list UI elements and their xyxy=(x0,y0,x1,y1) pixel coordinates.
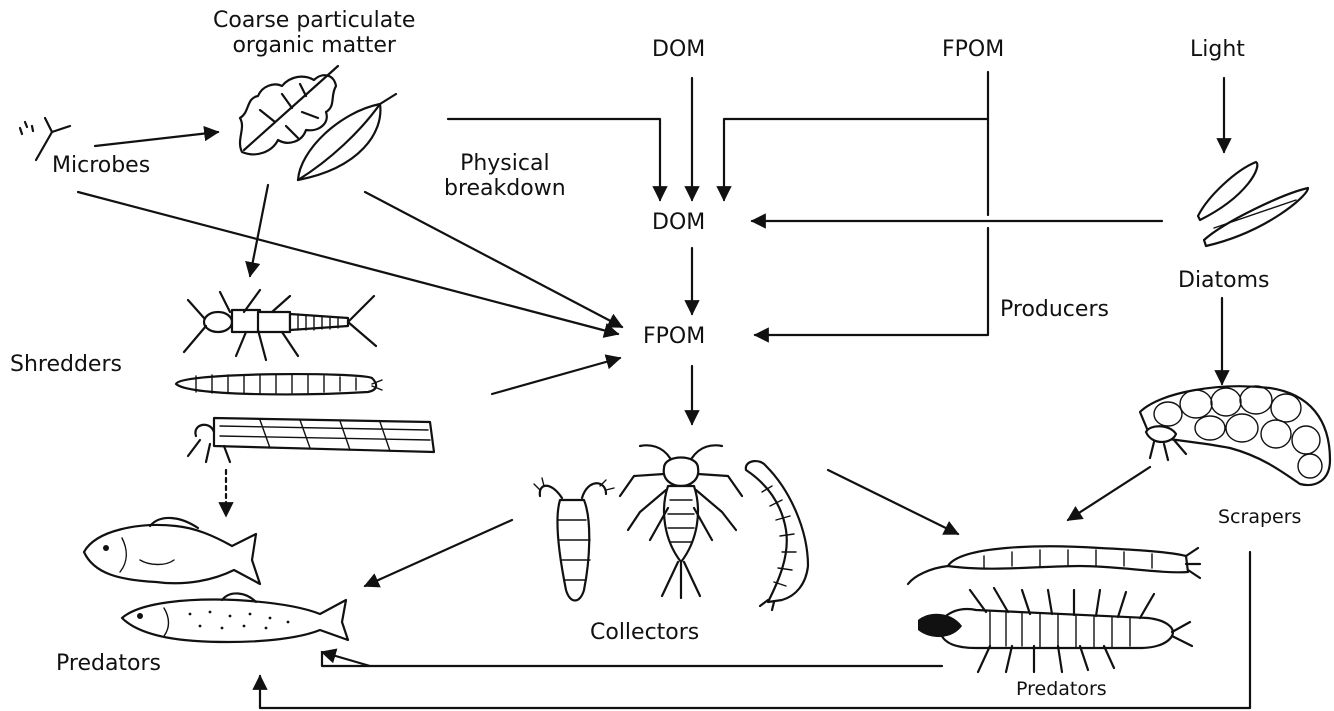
fpom-mid-label: FPOM xyxy=(643,324,705,349)
arrow-cpom-to-shredders xyxy=(250,185,268,276)
blackfly-larva-icon xyxy=(908,546,1200,584)
stonefly-nymph-icon xyxy=(184,290,376,360)
shredders-label: Shredders xyxy=(10,352,122,377)
arrow-microbes-to-fpom xyxy=(78,192,618,334)
arrow-microbes-to-cpom xyxy=(95,132,218,146)
scrapers-label: Scrapers xyxy=(1218,505,1301,530)
arrow-predators-right-to-left-head xyxy=(322,652,370,666)
collectors-label: Collectors xyxy=(590,620,699,645)
caddisfly-case-icon xyxy=(188,418,434,462)
predators-right-label: Predators xyxy=(1016,677,1107,702)
dom-top-label: DOM xyxy=(652,37,705,62)
microbes-label: Microbes xyxy=(52,153,150,178)
predators-left-label: Predators xyxy=(56,651,161,676)
chironomid-larva-icon xyxy=(746,461,808,610)
producers-label: Producers xyxy=(1000,297,1109,322)
arrow-shredders-to-fpom xyxy=(492,358,620,394)
arrow-collectors-to-predators-right xyxy=(828,470,958,534)
caddisfly-scraper-icon xyxy=(1140,386,1330,485)
hellgrammite-icon xyxy=(918,588,1192,672)
fish-icon xyxy=(84,518,260,584)
arrow-collectors-to-predators-left xyxy=(365,520,512,586)
cpom-label: Coarse particulate organic matter xyxy=(213,8,415,58)
mayfly-nymph-icon xyxy=(620,445,742,598)
fpom-top-label: FPOM xyxy=(942,37,1004,62)
arrow-producers-to-fpom xyxy=(755,228,988,335)
willow-leaf-icon xyxy=(298,94,396,180)
arrow-cpom-to-fpom xyxy=(365,192,622,327)
arrow-predators-right-to-left xyxy=(322,652,942,666)
diatoms-label: Diatoms xyxy=(1178,268,1270,293)
physical-breakdown-label: Physical breakdown xyxy=(444,151,566,201)
larva-icon xyxy=(176,374,382,394)
trout-icon xyxy=(122,593,348,642)
light-label: Light xyxy=(1190,37,1245,62)
diatom-icon xyxy=(1198,162,1308,246)
arrow-fpom-to-dom xyxy=(724,72,988,200)
oak-leaf-icon xyxy=(240,66,338,154)
arrow-scrapers-to-predators xyxy=(1068,467,1150,520)
dom-mid-label: DOM xyxy=(652,210,705,235)
dipteran-larva-icon xyxy=(534,478,614,601)
